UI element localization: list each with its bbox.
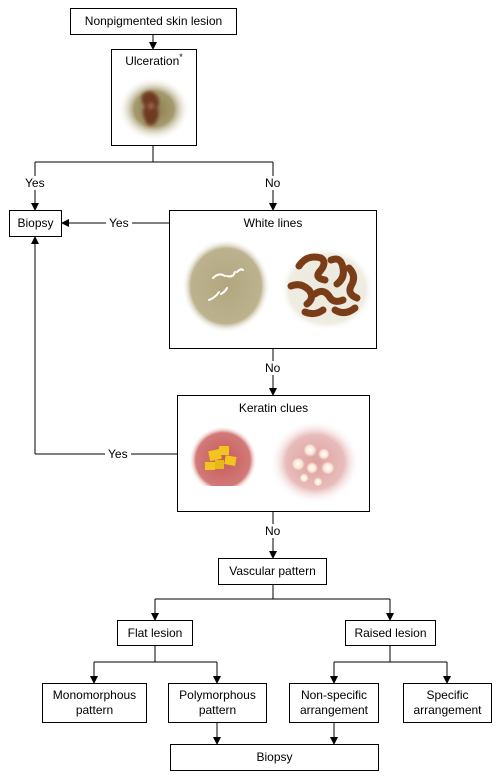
node-specific-arrangement: Specific arrangement [403, 683, 492, 723]
node-monomorphous-pattern: Monomorphous pattern [42, 683, 147, 723]
label-yes-keratin: Yes [105, 447, 131, 461]
label-no-keratin: No [265, 524, 281, 538]
keratin-lesion-image-1 [189, 426, 257, 486]
node-vascular-pattern: Vascular pattern [218, 558, 327, 585]
node-flat-lesion: Flat lesion [117, 620, 193, 646]
ulceration-footnote-mark: * [179, 52, 183, 62]
node-nonpigmented-skin-lesion-text: Nonpigmented skin lesion [84, 14, 223, 28]
node-nonpigmented-skin-lesion: Nonpigmented skin lesion [70, 8, 237, 35]
label-yes-white-lines: Yes [106, 216, 132, 230]
node-vascular-pattern-text: Vascular pattern [229, 564, 316, 578]
node-monomorphous-pattern-text: Monomorphous pattern [52, 688, 137, 717]
node-raised-lesion: Raised lesion [345, 620, 436, 646]
node-specific-arrangement-text: Specific arrangement [413, 688, 482, 717]
label-no-white-lines: No [265, 361, 281, 375]
node-polymorphous-pattern: Polymorphous pattern [168, 683, 267, 723]
node-ulceration-caption: Ulceration* [125, 52, 183, 69]
white-lines-lesion-image-2 [280, 247, 374, 331]
node-non-specific-arrangement: Non-specific arrangement [289, 683, 379, 723]
label-no-ulceration: No [265, 176, 281, 190]
node-white-lines-caption: White lines [243, 216, 303, 230]
ulceration-lesion-image [118, 77, 190, 141]
node-biopsy-left-text: Biopsy [17, 216, 54, 230]
label-yes-ulceration: Yes [25, 176, 45, 190]
white-lines-lesion-image-1 [182, 239, 270, 333]
node-biopsy-left: Biopsy [9, 210, 62, 237]
node-flat-lesion-text: Flat lesion [127, 625, 183, 640]
node-raised-lesion-text: Raised lesion [354, 625, 427, 640]
node-keratin-clues-caption: Keratin clues [238, 401, 309, 415]
node-non-specific-arrangement-text: Non-specific arrangement [299, 688, 369, 717]
node-polymorphous-pattern-text: Polymorphous pattern [179, 688, 256, 717]
node-biopsy-bottom-text: Biopsy [256, 750, 293, 764]
keratin-lesion-image-2 [270, 420, 360, 504]
node-biopsy-bottom: Biopsy [170, 744, 379, 771]
